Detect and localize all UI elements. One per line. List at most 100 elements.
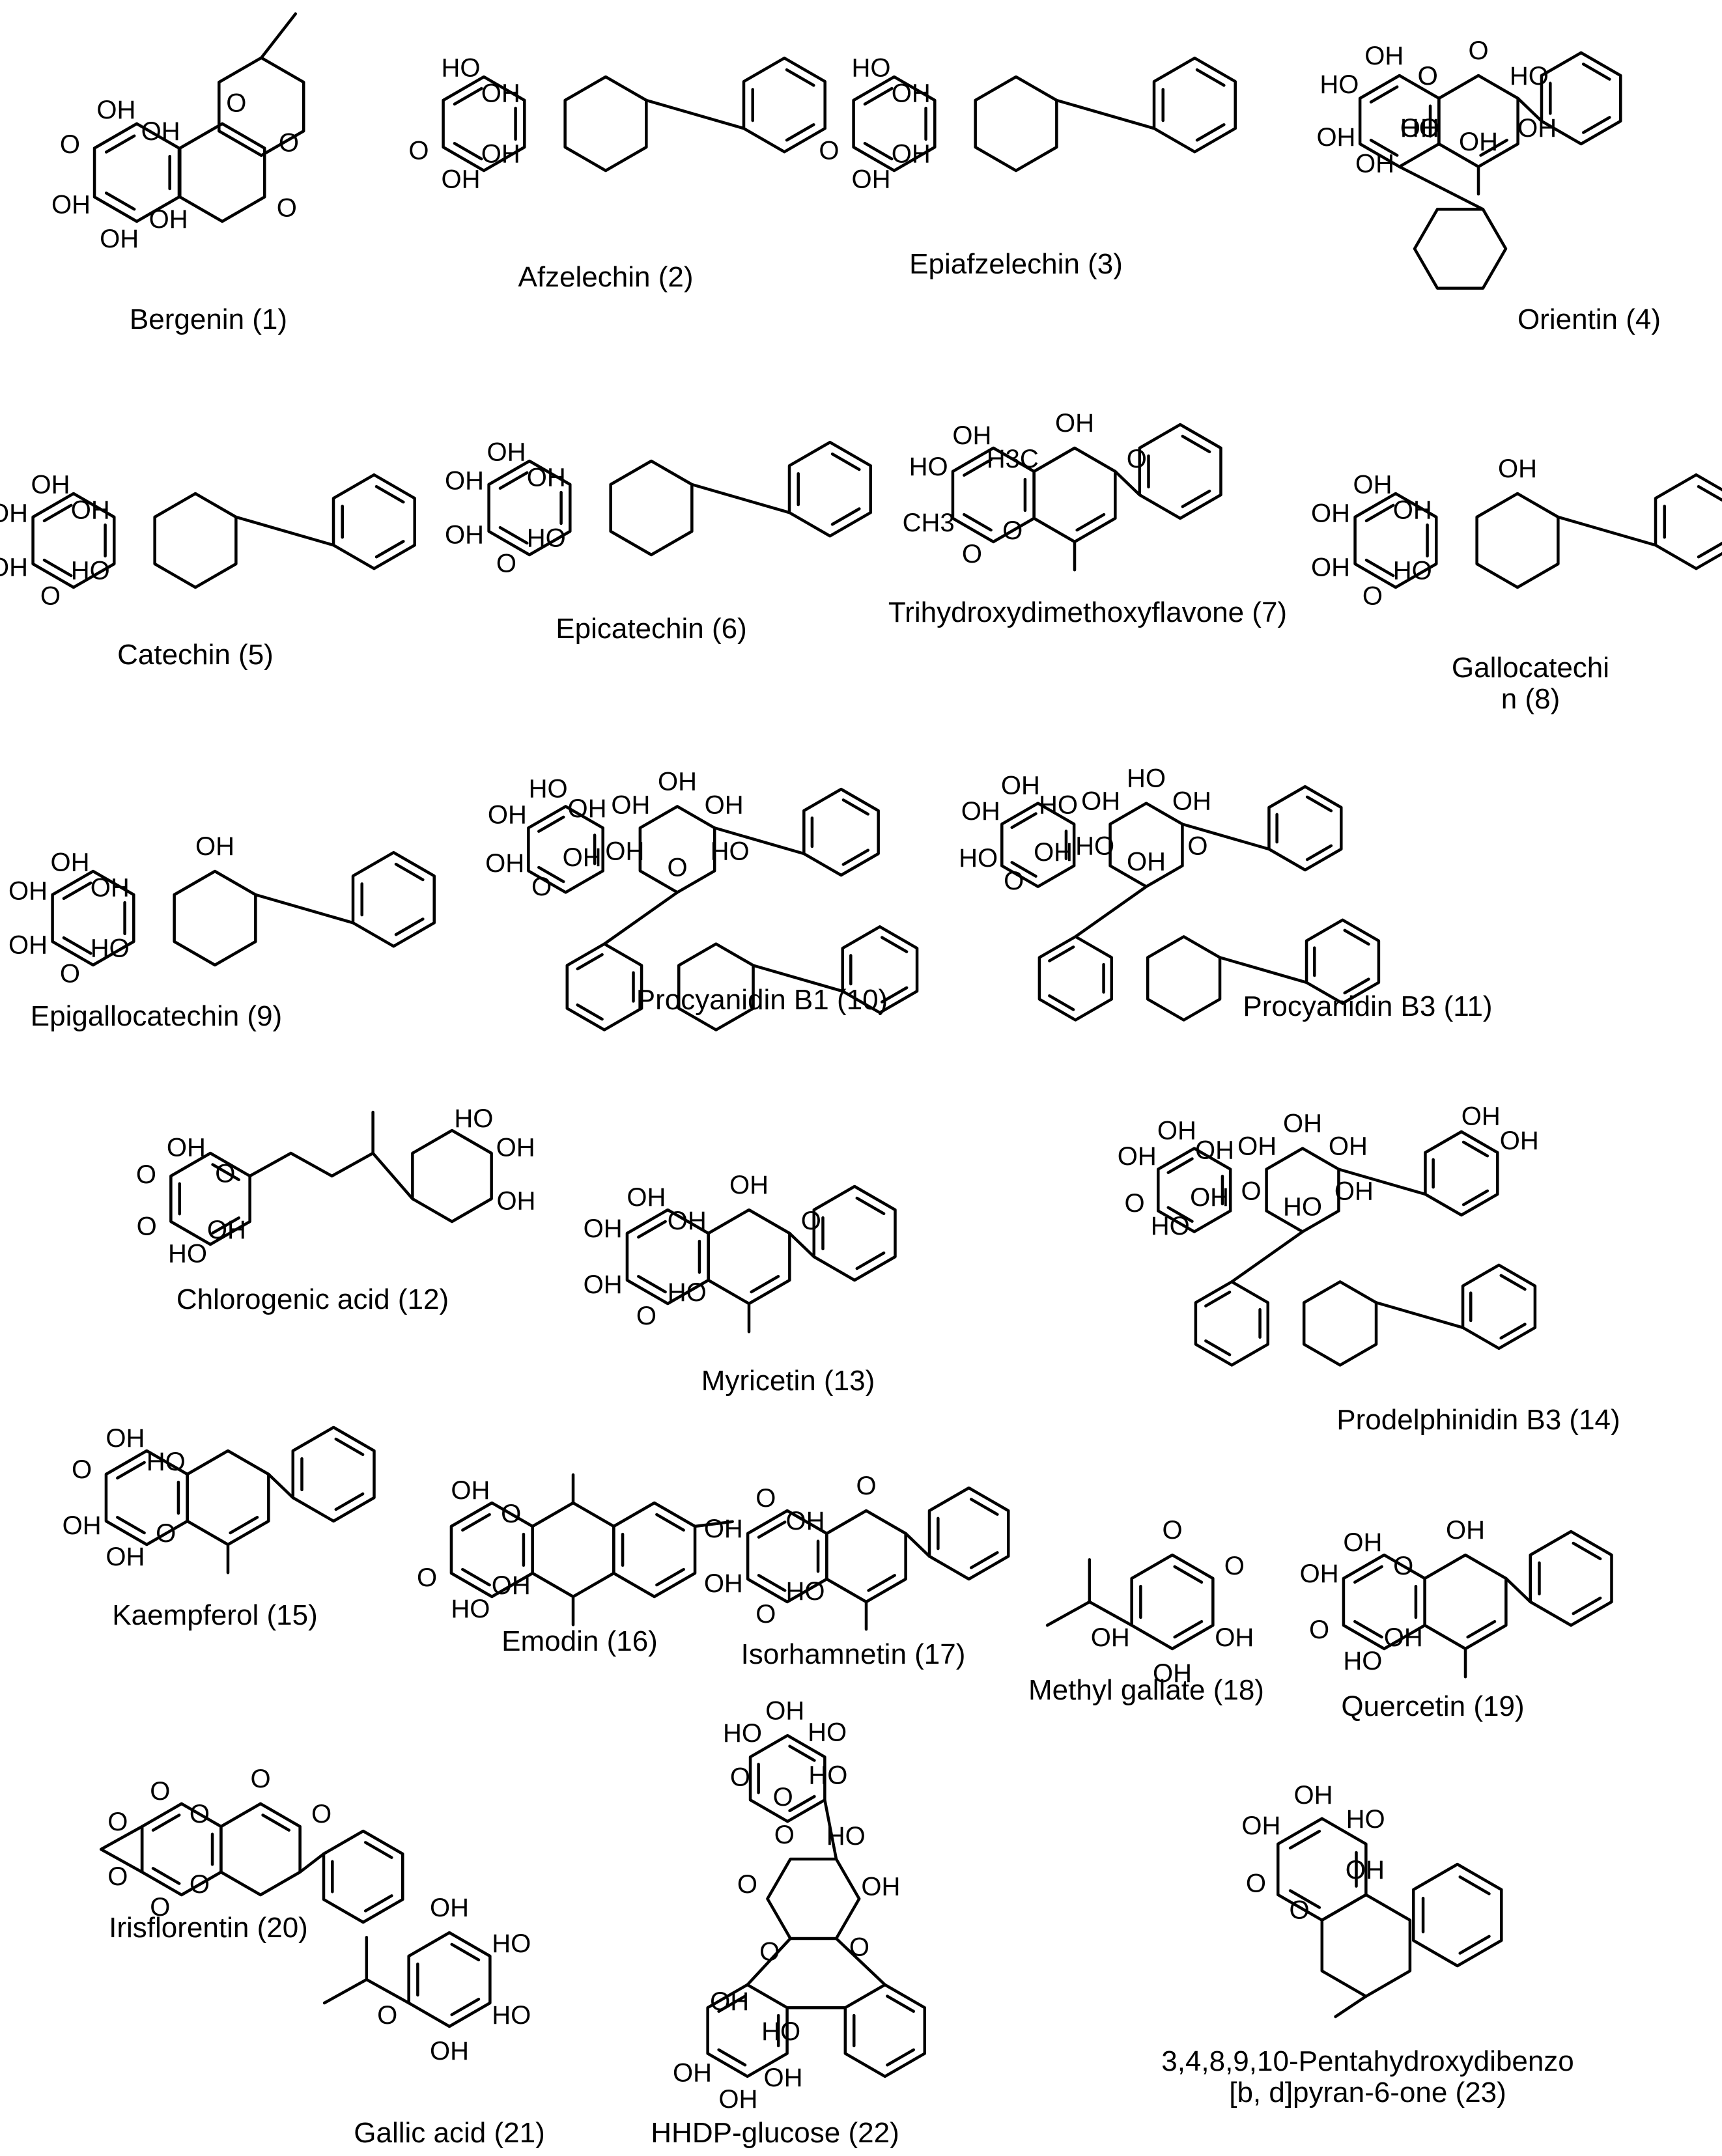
atom-label: O xyxy=(1309,1616,1329,1644)
atom-label: HO xyxy=(168,1240,207,1268)
atom-label: OH xyxy=(149,205,188,234)
atom-label: OH xyxy=(1237,1132,1277,1160)
atom-label: O xyxy=(1246,1869,1266,1898)
atom-label: OH xyxy=(673,2058,712,2087)
atom-label: HO xyxy=(91,934,130,963)
atom-label: OH xyxy=(1311,499,1350,528)
atom-label: O xyxy=(1004,867,1024,895)
atom-label: OH xyxy=(100,225,139,253)
compound-caption: Procyanidin B1 (10) xyxy=(636,984,888,1016)
atom-label: HO xyxy=(1127,764,1166,793)
atom-label: OH xyxy=(763,2064,802,2092)
atom-label: OH xyxy=(430,2037,469,2065)
atom-label: O xyxy=(636,1302,656,1330)
atom-label: OH xyxy=(487,438,526,466)
atom-label: HO xyxy=(761,2017,800,2046)
atom-label: O xyxy=(1468,36,1488,65)
atom-label: OH xyxy=(430,1894,469,1922)
atom-label: O xyxy=(107,1862,128,1891)
atom-label: O xyxy=(737,1870,757,1899)
atom-label: OH xyxy=(1300,1560,1339,1588)
atom-label: OH xyxy=(1355,150,1394,178)
atom-label: HO xyxy=(909,453,948,481)
atom-label: OH xyxy=(441,165,480,194)
atom-label: OH xyxy=(1153,1659,1192,1688)
atom-label: H3C xyxy=(987,445,1039,473)
atom-label: HO xyxy=(1346,1805,1385,1834)
atom-label: OH xyxy=(892,140,931,169)
atom-label: HO xyxy=(851,53,890,82)
atom-label: OH xyxy=(1293,1781,1333,1810)
atom-label: HO xyxy=(668,1278,707,1307)
atom-label: O xyxy=(962,540,982,568)
atom-label: OH xyxy=(63,1511,102,1540)
atom-label: O xyxy=(1162,1516,1182,1545)
atom-label: OH xyxy=(1346,1856,1385,1884)
atom-label: O xyxy=(1362,582,1383,611)
atom-label: OH xyxy=(50,848,89,876)
atom-label: HO xyxy=(147,1448,186,1476)
atom-label: O xyxy=(250,1765,270,1793)
atom-label: OH xyxy=(8,877,48,906)
atom-label: OH xyxy=(481,79,520,107)
compound-caption: Catechin (5) xyxy=(117,639,274,671)
atom-label: O xyxy=(667,853,687,882)
atom-label: O xyxy=(190,1800,210,1828)
atom-label: HO xyxy=(1510,62,1549,91)
atom-label: OH xyxy=(485,849,524,878)
atom-label: OH xyxy=(1001,772,1040,800)
compound-5: OHOHHOOOHOHCatechin (5) xyxy=(0,470,416,671)
atom-label: OH xyxy=(1311,553,1350,581)
compound-caption: Afzelechin (2) xyxy=(518,261,693,293)
atom-label: OH xyxy=(492,1571,531,1600)
atom-label: O xyxy=(1187,832,1207,861)
atom-label: OH xyxy=(785,1507,825,1535)
atom-label: OH xyxy=(1384,1623,1423,1652)
atom-label: OH xyxy=(1190,1183,1229,1212)
compound-caption: Prodelphinidin B3 (14) xyxy=(1336,1404,1620,1436)
atom-label: OH xyxy=(496,1134,535,1162)
atom-label: OH xyxy=(1446,1516,1485,1545)
atom-label: HO xyxy=(711,837,750,866)
atom-label: OH xyxy=(527,463,566,492)
atom-label: O xyxy=(150,1893,170,1922)
atom-label: OH xyxy=(1343,1528,1382,1557)
atom-label: OH xyxy=(1329,1132,1368,1160)
atom-label: OH xyxy=(1215,1623,1254,1652)
atom-label: O xyxy=(774,1821,795,1849)
atom-label: HO xyxy=(492,2001,531,2030)
atom-label: OH xyxy=(1364,42,1404,70)
atom-label: OH xyxy=(0,499,28,528)
atom-label: HO xyxy=(1393,557,1432,585)
compound-caption: Epigallocatechin (9) xyxy=(31,1000,282,1032)
atom-label: OH xyxy=(1498,455,1537,483)
atom-label: O xyxy=(377,2001,397,2030)
atom-label: OH xyxy=(1195,1136,1234,1164)
atom-label: OH xyxy=(1393,496,1432,524)
atom-label: OH xyxy=(1091,1623,1130,1652)
atom-label: OH xyxy=(496,1187,535,1216)
atom-label: OH xyxy=(1353,470,1392,499)
compound-23: OHHOOHOOOHOH3,4,8,9,10-Pentahydroxydiben… xyxy=(1161,1781,1574,2108)
atom-label: OH xyxy=(1316,123,1355,152)
atom-label: HO xyxy=(451,1595,490,1623)
compound-caption: Gallic acid (21) xyxy=(354,2117,544,2149)
atom-label: OH xyxy=(611,791,650,819)
compound-caption: Quercetin (19) xyxy=(1341,1690,1524,1722)
atom-label: O xyxy=(40,582,61,611)
atom-label: OH xyxy=(851,165,890,194)
compound-caption: Irisflorentin (20) xyxy=(109,1912,308,1944)
atom-label: OH xyxy=(1461,1102,1501,1130)
compound-caption: Trihydroxydimethoxyflavone (7) xyxy=(888,596,1287,628)
atom-label: OH xyxy=(488,801,527,830)
atom-label: O xyxy=(408,136,429,165)
atom-label: O xyxy=(1418,62,1438,91)
atom-label: O xyxy=(107,1808,128,1836)
